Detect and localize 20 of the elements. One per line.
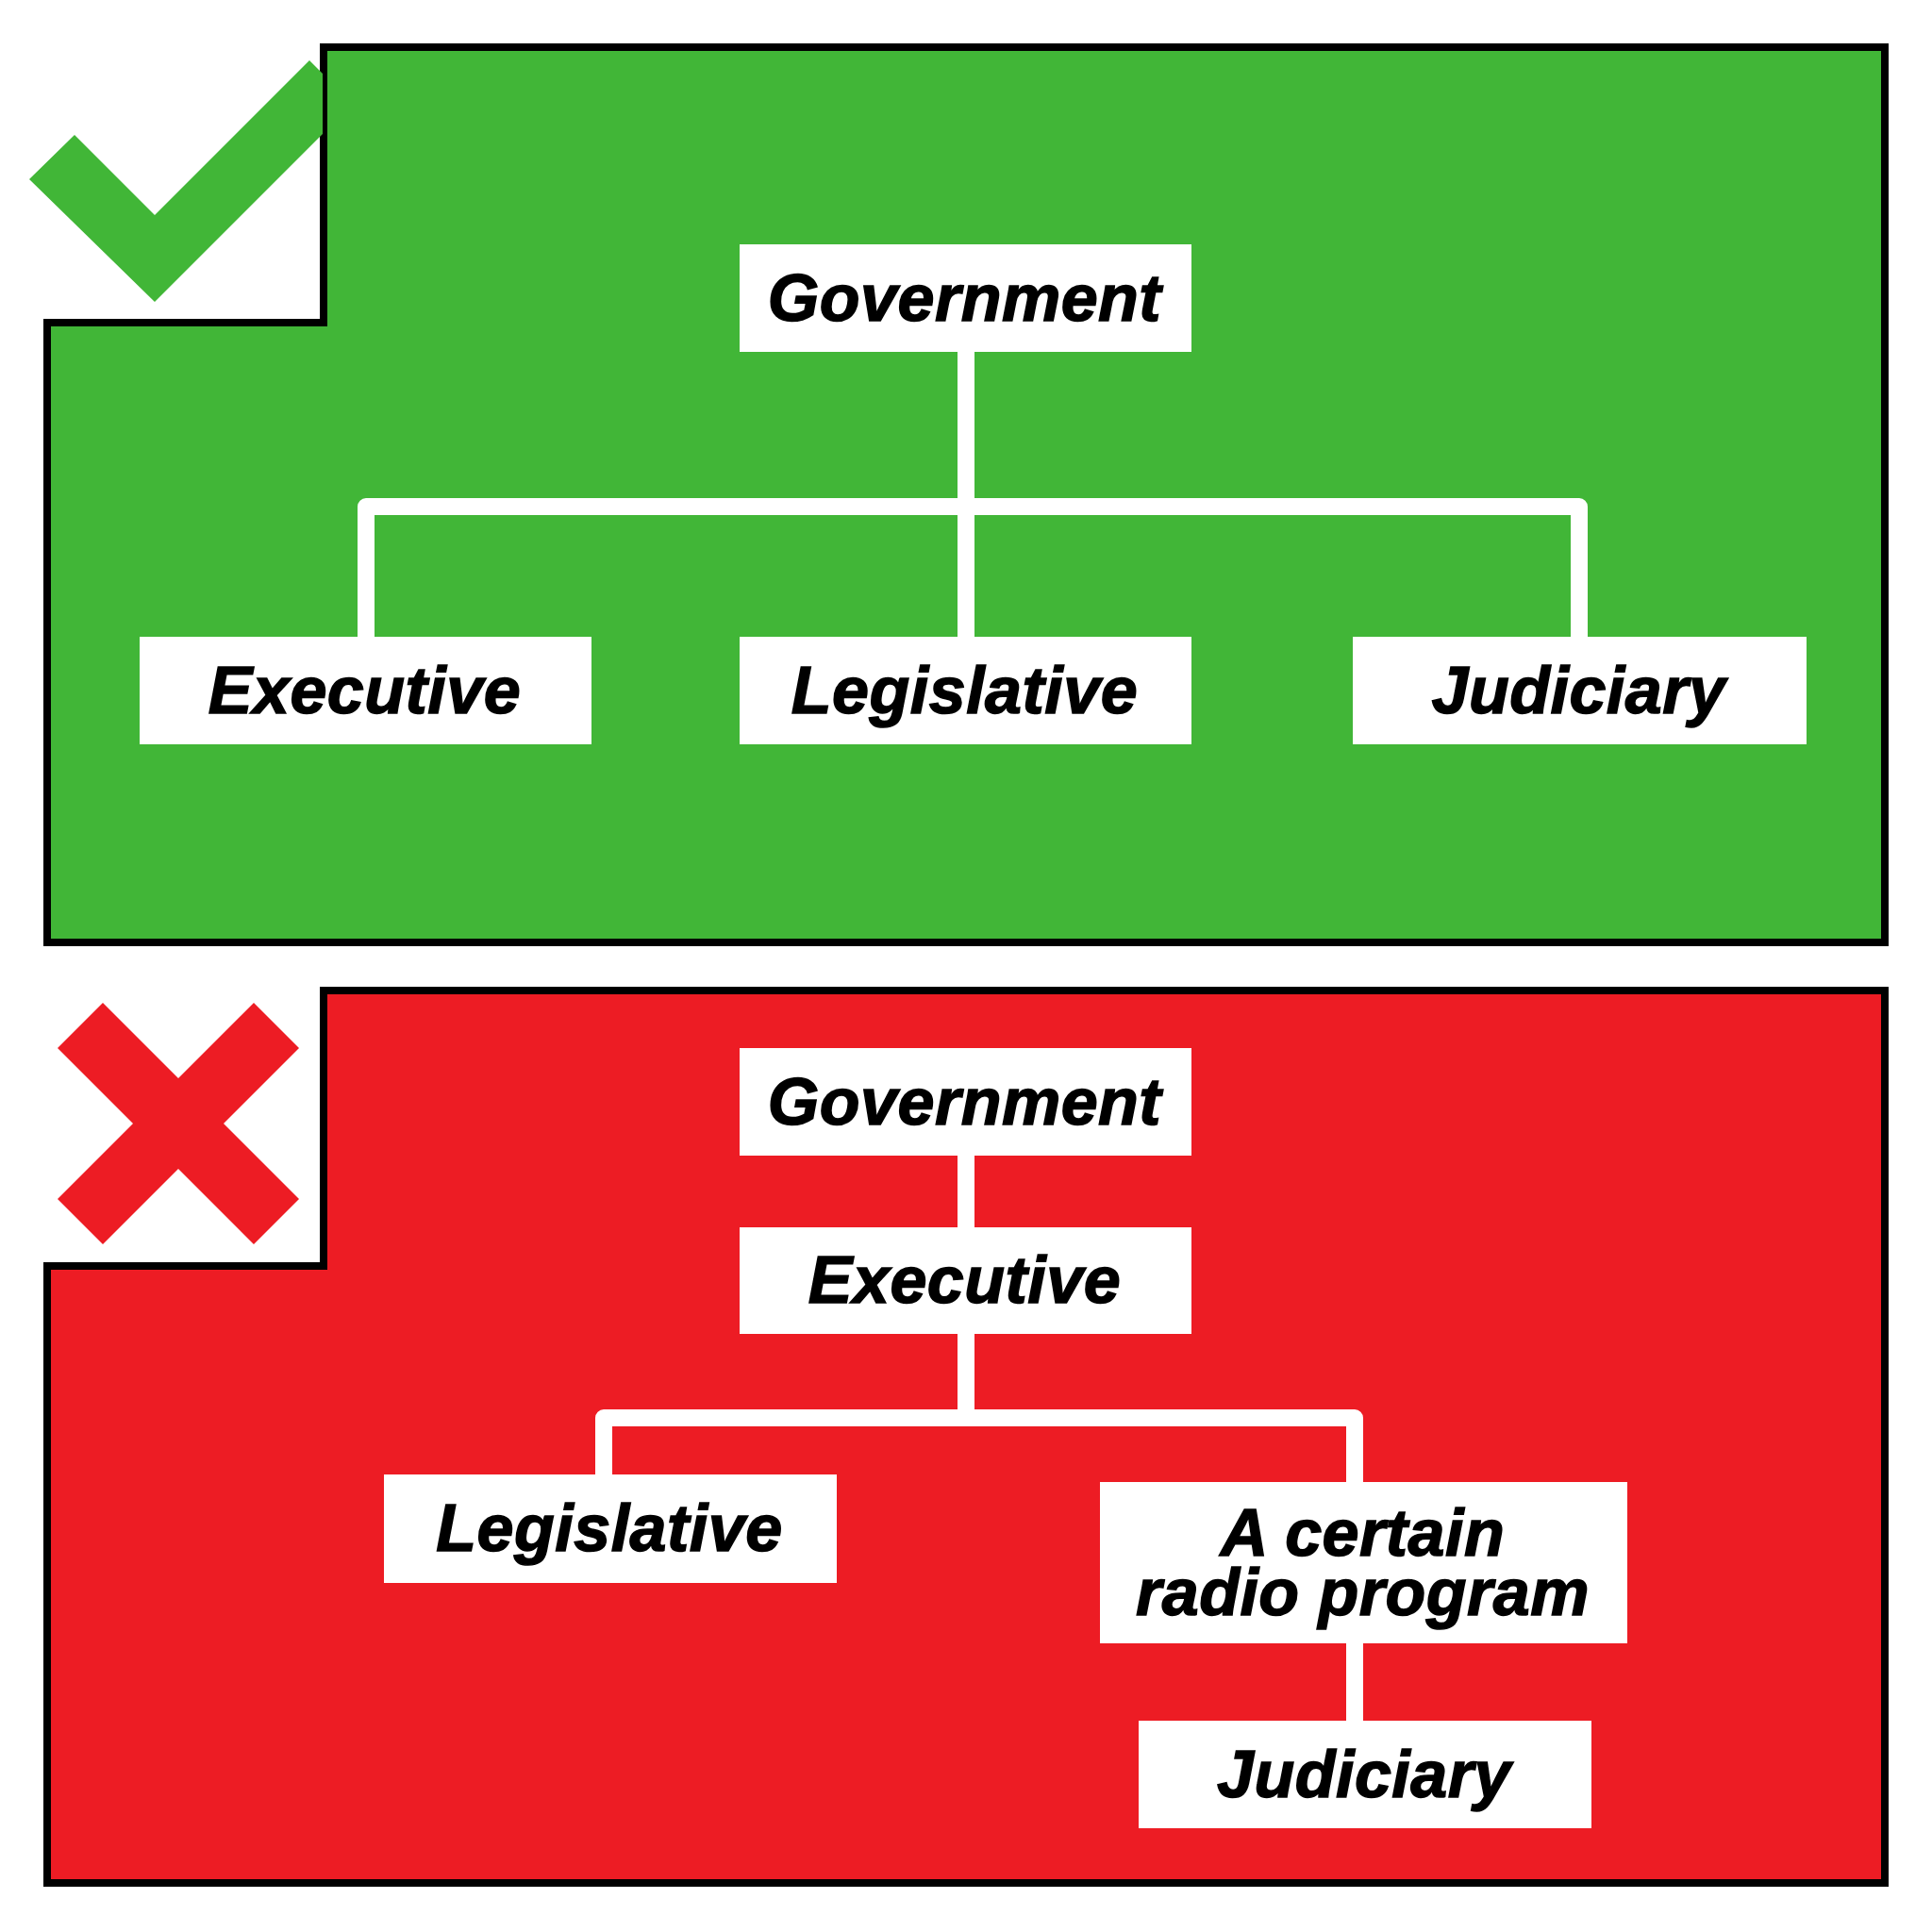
branch-name: A certain radio program: [1135, 1499, 1591, 1631]
branch-name: Judiciary: [1430, 657, 1729, 729]
org-chart-box: [140, 637, 591, 744]
branch-name: Legislative: [435, 1495, 784, 1567]
org-chart-box: [740, 637, 1191, 744]
org-chart-box: [1139, 1721, 1591, 1828]
org-chart-box: [1353, 637, 1807, 744]
branch-name: Government: [766, 264, 1164, 337]
branch-name: Legislative: [790, 657, 1140, 729]
branch-name: Government: [766, 1068, 1164, 1141]
org-chart-box: [384, 1474, 837, 1583]
branch-name: Executive: [807, 1247, 1123, 1319]
branch-name: Judiciary: [1216, 1740, 1514, 1813]
org-chart-box: [740, 1227, 1191, 1334]
org-chart-box: [1100, 1482, 1627, 1643]
org-chart-box: [740, 1048, 1191, 1156]
connector-line: [1346, 1643, 1363, 1721]
connector-line: [958, 1156, 974, 1227]
branch-name: Executive: [207, 657, 523, 729]
org-chart-box: [740, 244, 1191, 352]
